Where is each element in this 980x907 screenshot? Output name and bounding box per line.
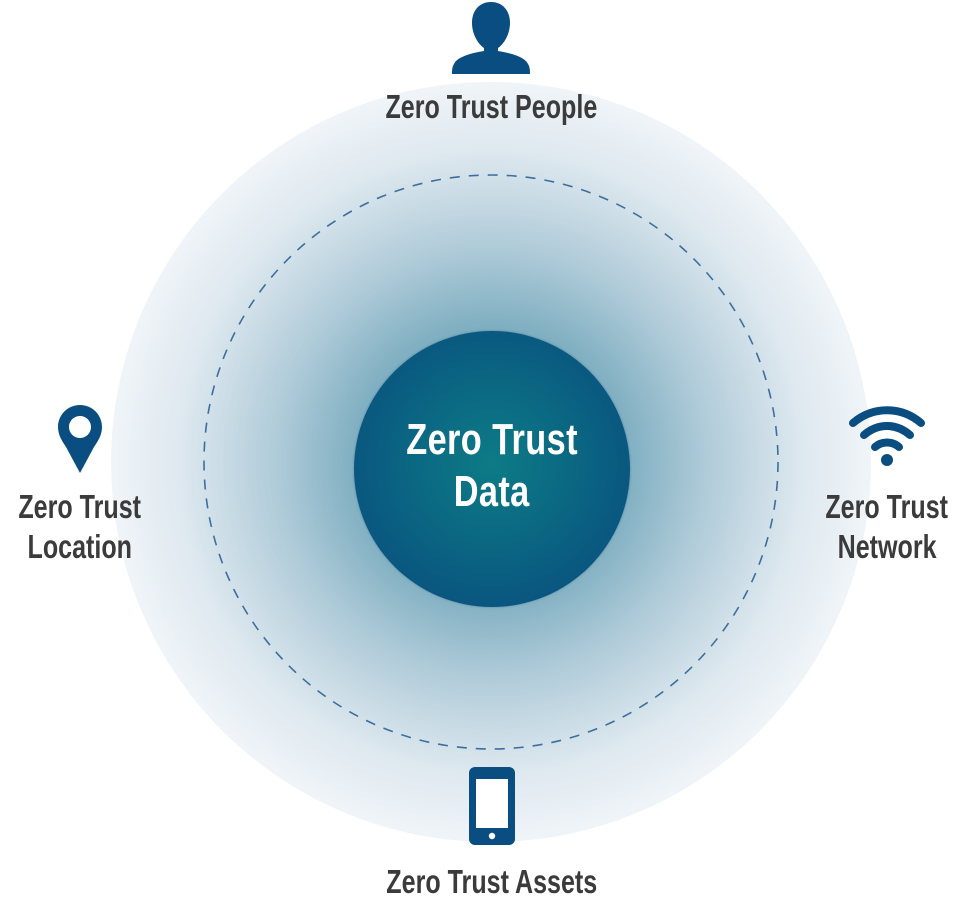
smartphone-icon [468, 766, 516, 846]
network-label-line1: Zero Trust [825, 488, 949, 525]
location-label-line2: Location [27, 528, 133, 565]
assets-label: Zero Trust Assets [386, 863, 598, 900]
node-zero-trust-people: Zero Trust People [340, 0, 642, 126]
core-label-line2: Data [454, 467, 530, 516]
network-label-line2: Network [837, 528, 937, 565]
core-zero-trust-data: Zero Trust Data [354, 331, 630, 607]
person-icon [451, 1, 531, 75]
core-label-line1: Zero Trust [406, 415, 578, 464]
map-pin-icon [57, 404, 103, 474]
node-zero-trust-assets: Zero Trust Assets [342, 766, 642, 901]
node-zero-trust-network: Zero Trust Network [808, 405, 966, 566]
people-label: Zero Trust People [385, 88, 597, 125]
node-zero-trust-location: Zero Trust Location [0, 404, 160, 566]
location-label-line1: Zero Trust [18, 488, 142, 525]
wifi-icon [848, 405, 926, 467]
